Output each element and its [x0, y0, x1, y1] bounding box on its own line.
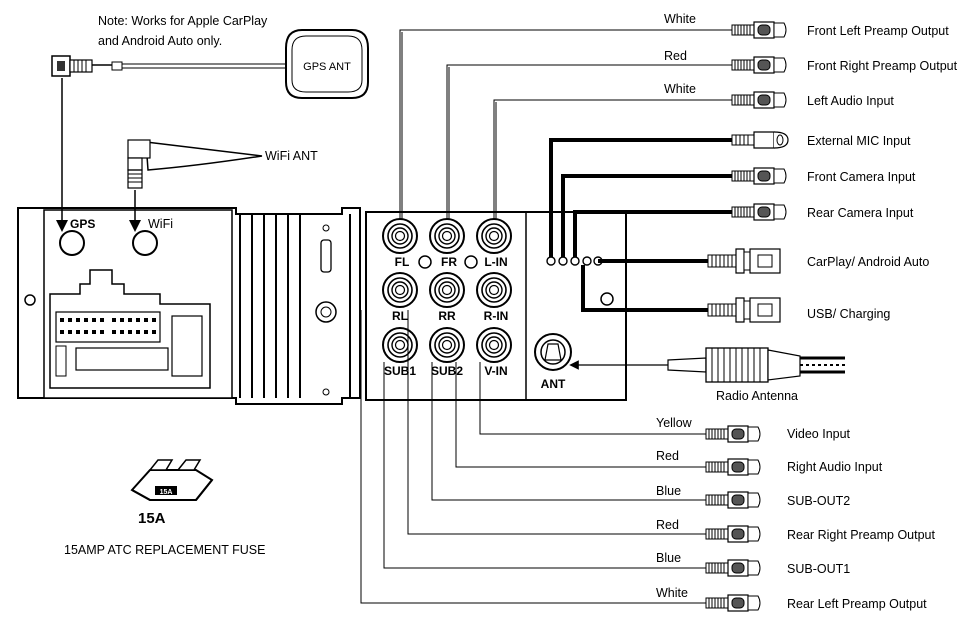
camera-cables: [549, 138, 732, 312]
socket-lin: [476, 218, 512, 254]
socket-sub1: [382, 327, 418, 363]
plug-left-audio-input: [731, 91, 787, 109]
label-rear-left-preamp: Rear Left Preamp Output: [787, 597, 927, 611]
mount-hole-left: [24, 294, 36, 306]
label-video-input: Video Input: [787, 427, 851, 441]
label-usb-charging: USB/ Charging: [807, 307, 890, 321]
label-rear-camera: Rear Camera Input: [807, 206, 914, 220]
label-sub-out2: SUB-OUT2: [787, 494, 850, 508]
plug-rear-left-preamp: [705, 594, 761, 612]
plug-video-input: [705, 425, 761, 443]
port-label-fr: FR: [441, 255, 457, 269]
label-external-mic: External MIC Input: [807, 134, 911, 148]
label-gps-ant: GPS ANT: [303, 61, 351, 73]
wire-color-rear-left: White: [656, 586, 688, 600]
wire-color-video: Yellow: [656, 416, 693, 430]
wifi-socket: [132, 230, 158, 256]
iso-harness-connector: [49, 269, 211, 389]
note-line2: and Android Auto only.: [98, 34, 222, 48]
chassis-ribs: [239, 214, 351, 398]
label-radio-antenna: Radio Antenna: [716, 389, 798, 403]
socket-rin: [476, 272, 512, 308]
socket-fl: [382, 218, 418, 254]
label-rear-right-preamp: Rear Right Preamp Output: [787, 528, 936, 542]
label-front-right-preamp: Front Right Preamp Output: [807, 59, 958, 73]
jack-external-mic: [731, 131, 789, 149]
label-left-audio-input: Left Audio Input: [807, 94, 894, 108]
plug-sub-out1: [705, 559, 761, 577]
wire-color-fr: Red: [664, 49, 687, 63]
label-right-audio-input: Right Audio Input: [787, 460, 883, 474]
label-wifi-ant: WiFi ANT: [265, 149, 318, 163]
wifi-antenna: [127, 139, 263, 232]
plug-front-camera: [731, 167, 787, 185]
label-sub-out1: SUB-OUT1: [787, 562, 850, 576]
port-label-gps: GPS: [70, 217, 95, 231]
head-unit: [17, 207, 627, 405]
plug-front-right-preamp: [731, 56, 787, 74]
wire-color-sub2: Blue: [656, 484, 681, 498]
top-wires: [399, 29, 732, 220]
plug-carplay-usb: [707, 248, 781, 274]
port-label-ant: ANT: [541, 377, 566, 391]
radio-antenna-plug: [569, 347, 845, 383]
plug-sub-out2: [705, 491, 761, 509]
fuse-rating: 15A: [138, 510, 166, 527]
port-label-wifi: WiFi: [148, 217, 173, 231]
wire-color-sub1: Blue: [656, 551, 681, 565]
plug-right-audio-input: [705, 458, 761, 476]
socket-sub2: [429, 327, 465, 363]
fuse-rating-marking: 15A: [160, 489, 173, 496]
port-label-vin: V-IN: [484, 364, 507, 378]
wire-color-fl: White: [664, 12, 696, 26]
port-label-lin: L-IN: [484, 255, 507, 269]
plug-rear-camera: [731, 203, 787, 221]
port-label-rr: RR: [438, 309, 456, 323]
port-label-sub2: SUB2: [431, 364, 463, 378]
note-line1: Note: Works for Apple CarPlay: [98, 14, 268, 28]
wire-color-lin: White: [664, 82, 696, 96]
label-carplay-android-auto: CarPlay/ Android Auto: [807, 255, 929, 269]
fuse-caption: 15AMP ATC REPLACEMENT FUSE: [64, 543, 265, 557]
wire-color-right-audio: Red: [656, 449, 679, 463]
plug-front-left-preamp: [731, 21, 787, 39]
port-label-fl: FL: [395, 255, 410, 269]
socket-rr: [429, 272, 465, 308]
socket-vin: [476, 327, 512, 363]
socket-fr: [429, 218, 465, 254]
fuse-icon: 15A: [130, 459, 214, 501]
port-label-sub1: SUB1: [384, 364, 416, 378]
port-label-rin: R-IN: [484, 309, 509, 323]
label-front-left-preamp: Front Left Preamp Output: [807, 24, 949, 38]
wire-color-rear-right: Red: [656, 518, 679, 532]
socket-rl: [382, 272, 418, 308]
port-label-rl: RL: [392, 309, 408, 323]
gps-antenna: [51, 29, 369, 232]
plug-usb-charging: [707, 297, 781, 323]
plug-rear-right-preamp: [705, 525, 761, 543]
label-front-camera: Front Camera Input: [807, 170, 916, 184]
bottom-wires: [360, 310, 706, 604]
gps-socket: [59, 230, 85, 256]
